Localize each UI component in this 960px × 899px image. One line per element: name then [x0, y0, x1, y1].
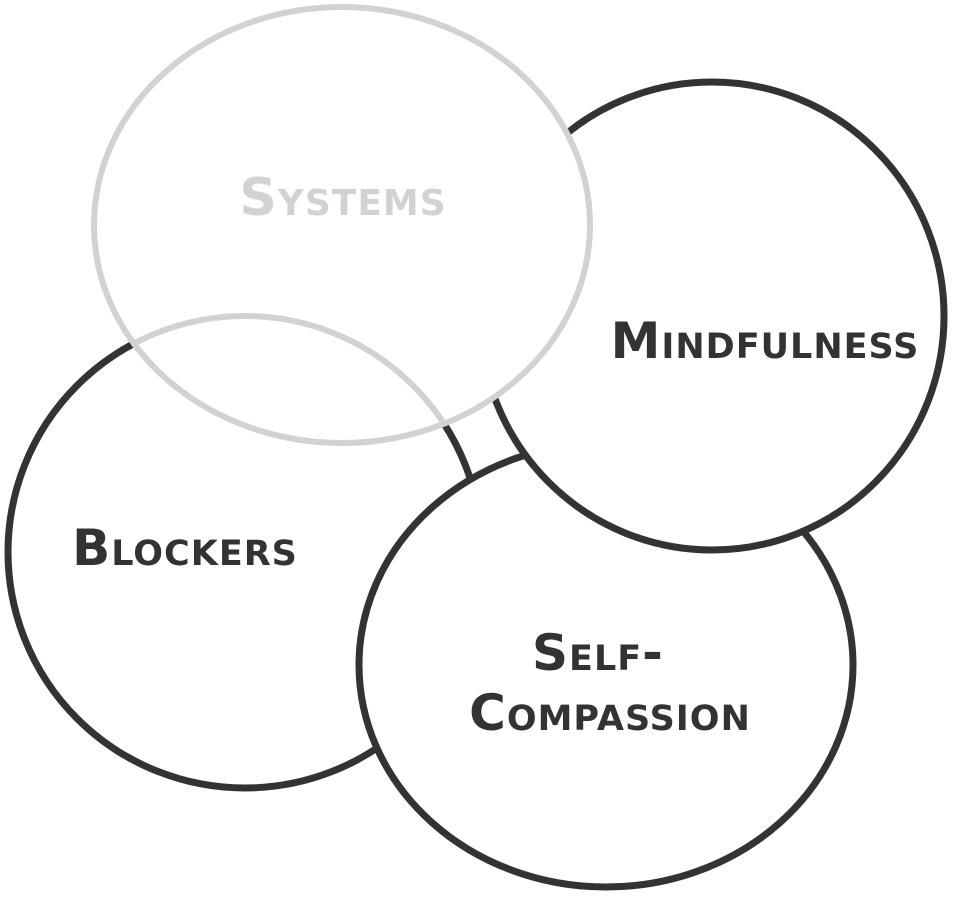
label-blockers: Blockers: [72, 519, 298, 577]
label-self-compassion-line2: Compassion: [469, 684, 751, 742]
label-systems: Systems: [239, 168, 446, 228]
label-self-compassion-line1: Self-: [532, 624, 664, 682]
label-mindfulness: Mindfulness: [611, 312, 920, 370]
circle-systems: [91, 4, 593, 446]
blockers-faded-arc: [94, 313, 485, 443]
